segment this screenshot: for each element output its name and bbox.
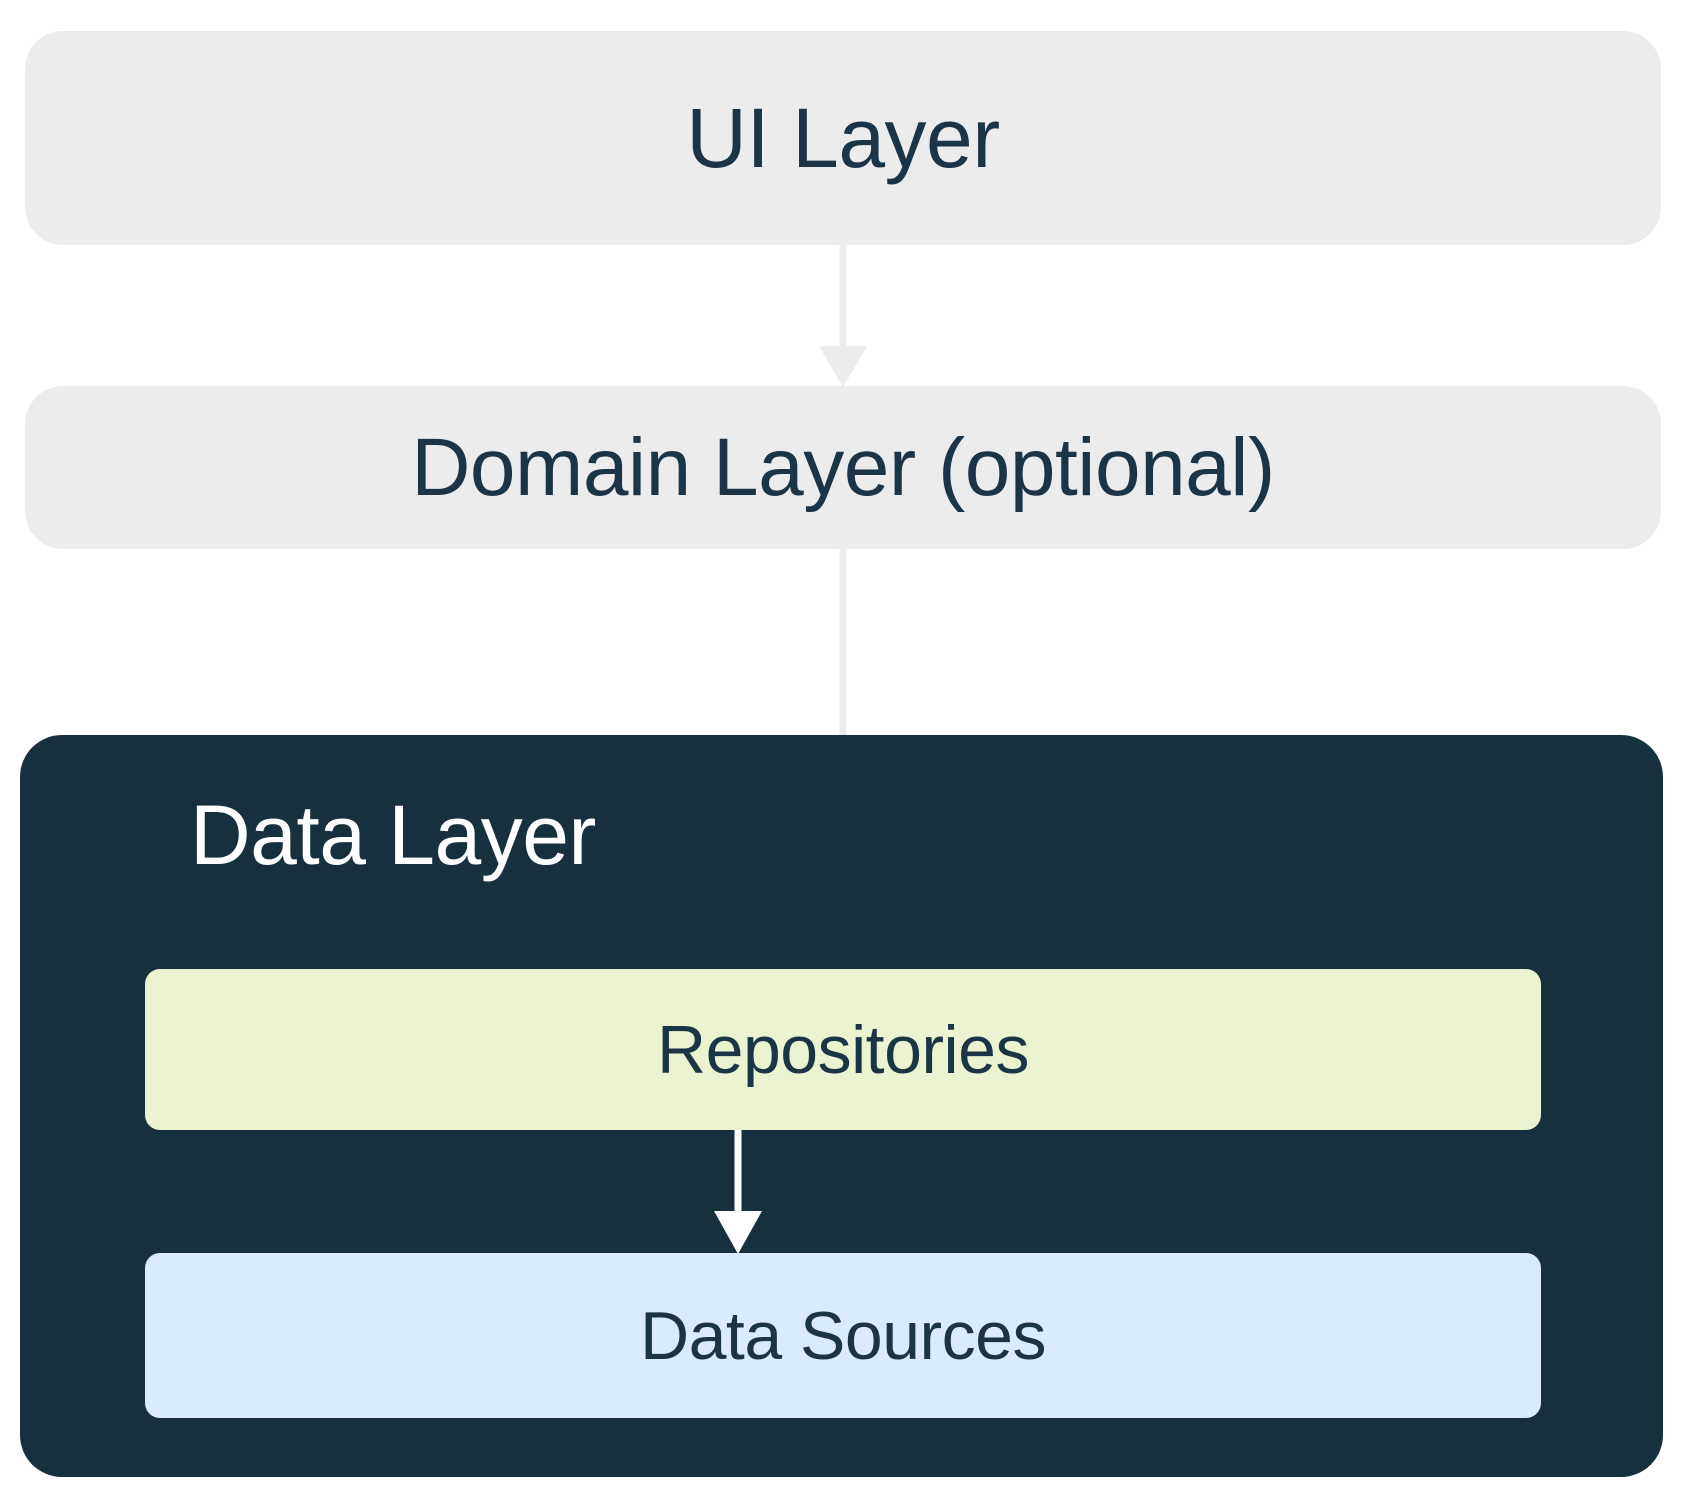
data-layer-box: Data Layer Repositories Data Sources xyxy=(20,735,1663,1477)
domain-layer-box: Domain Layer (optional) xyxy=(25,386,1661,549)
data-layer-label: Data Layer xyxy=(190,788,596,882)
ui-layer-label: UI Layer xyxy=(686,90,1000,185)
domain-layer-label: Domain Layer (optional) xyxy=(411,421,1275,513)
repositories-box: Repositories xyxy=(145,969,1541,1130)
arrow-repositories-to-data-sources-icon xyxy=(714,1130,762,1254)
ui-layer-box: UI Layer xyxy=(25,31,1661,245)
arrow-ui-to-domain-icon xyxy=(819,245,867,387)
data-sources-label: Data Sources xyxy=(640,1297,1046,1374)
data-sources-box: Data Sources xyxy=(145,1253,1541,1418)
repositories-label: Repositories xyxy=(657,1011,1029,1088)
